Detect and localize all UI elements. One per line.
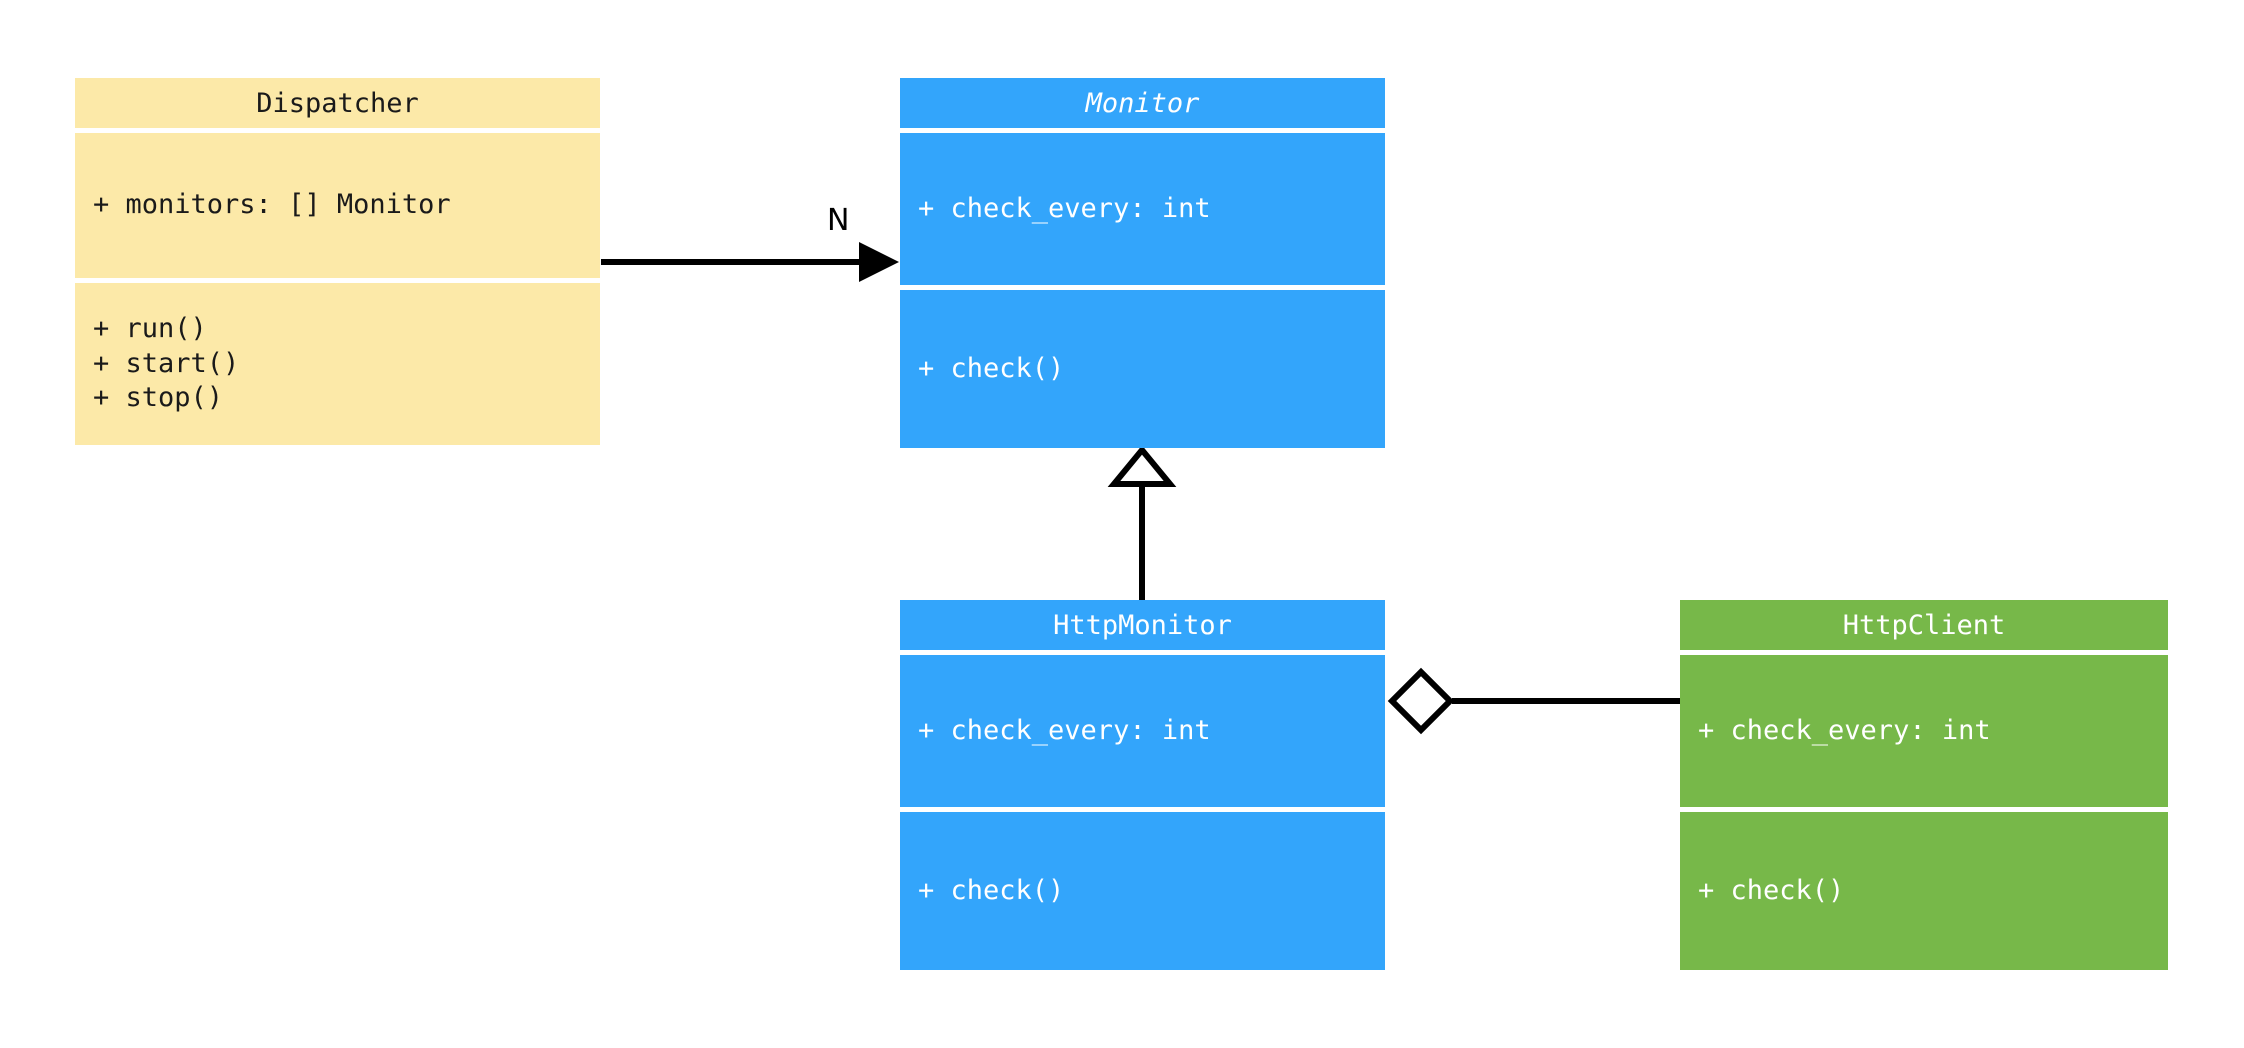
attribute-row: + check_every: int <box>918 714 1211 746</box>
hollow-diamond-arrowhead-icon <box>1387 667 1455 735</box>
methods-compartment-http-client: + check() <box>1680 812 2168 970</box>
methods-compartment-http-monitor: + check() <box>900 812 1385 970</box>
class-name-http-client: HttpClient <box>1680 600 2168 650</box>
relation-http-monitor-to-monitor <box>1107 445 1177 600</box>
class-box-monitor[interactable]: Monitor + check_every: int + check() <box>900 78 1385 448</box>
method-row: + check() <box>918 874 1065 906</box>
methods-compartment-monitor: + check() <box>900 290 1385 448</box>
attribute-row: + check_every: int <box>1698 714 1991 746</box>
class-box-dispatcher[interactable]: Dispatcher + monitors: [] Monitor + run(… <box>75 78 600 445</box>
attributes-compartment-dispatcher: + monitors: [] Monitor <box>75 133 600 278</box>
filled-arrowhead-icon <box>859 242 899 282</box>
method-row: + check() <box>1698 874 1845 906</box>
attributes-compartment-http-client: + check_every: int <box>1680 655 2168 807</box>
method-row: + stop() <box>93 382 224 414</box>
class-box-http-client[interactable]: HttpClient + check_every: int + check() <box>1680 600 2168 970</box>
method-row: + start() <box>93 347 240 379</box>
class-name-monitor: Monitor <box>900 78 1385 128</box>
attribute-row: + check_every: int <box>918 192 1211 224</box>
attributes-compartment-http-monitor: + check_every: int <box>900 655 1385 807</box>
attributes-compartment-monitor: + check_every: int <box>900 133 1385 285</box>
class-box-http-monitor[interactable]: HttpMonitor + check_every: int + check() <box>900 600 1385 970</box>
hollow-triangle-arrowhead-icon <box>1107 445 1177 487</box>
method-row: + check() <box>918 352 1065 384</box>
method-row: + run() <box>93 313 207 345</box>
class-name-dispatcher: Dispatcher <box>75 78 600 128</box>
relation-http-monitor-to-http-client <box>1387 667 1680 735</box>
attribute-row: + monitors: [] Monitor <box>93 189 451 221</box>
methods-compartment-dispatcher: + run() + start() + stop() <box>75 283 600 445</box>
relation-dispatcher-to-monitor <box>601 242 899 282</box>
association-multiplicity-label: N <box>827 203 850 238</box>
class-name-http-monitor: HttpMonitor <box>900 600 1385 650</box>
